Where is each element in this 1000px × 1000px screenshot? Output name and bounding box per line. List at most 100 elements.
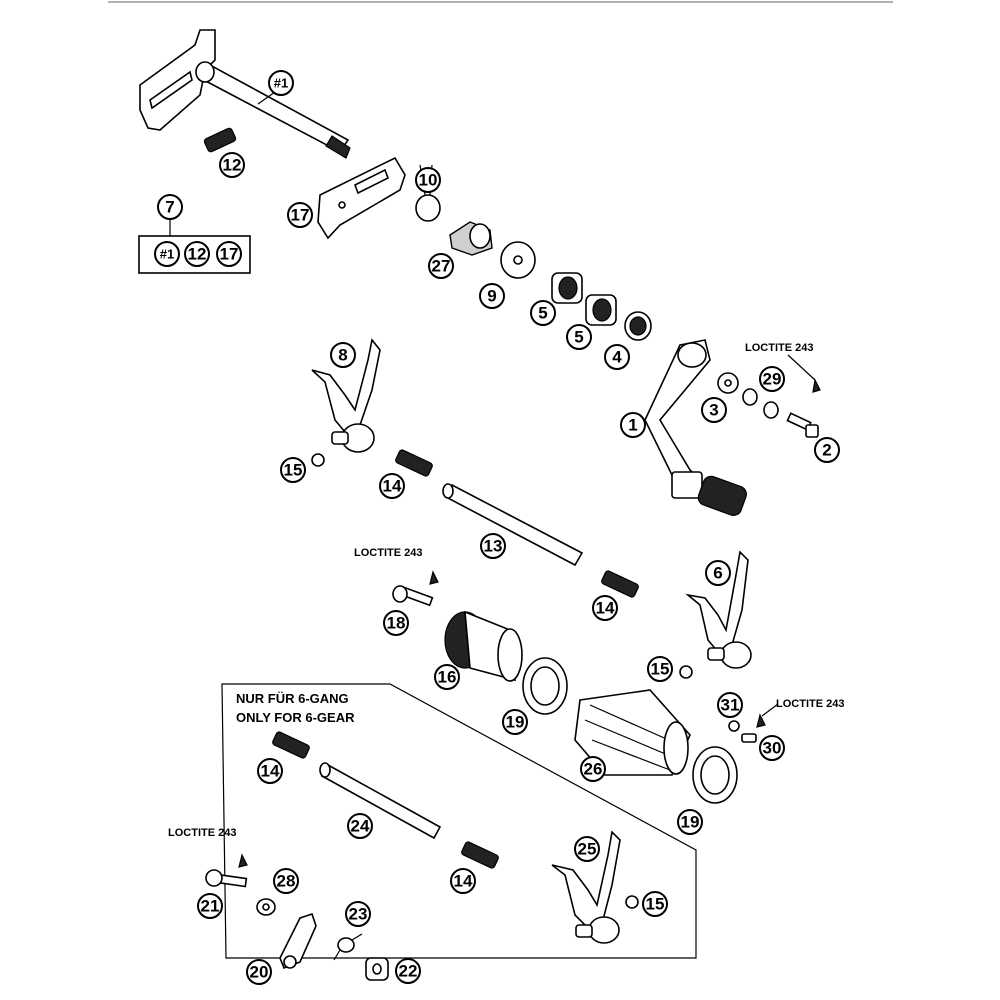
svg-text:2: 2 <box>822 441 831 460</box>
svg-text:27: 27 <box>432 257 451 276</box>
svg-text:16: 16 <box>438 668 457 687</box>
svg-text:7: 7 <box>165 198 174 217</box>
svg-text:25: 25 <box>578 840 597 859</box>
washer-9 <box>500 241 536 279</box>
bolt-21 <box>205 869 248 888</box>
svg-text:23: 23 <box>349 905 368 924</box>
callout-16: 16 <box>434 664 460 690</box>
callout-kit-12: 12 <box>184 241 210 267</box>
callout-25: 25 <box>574 836 600 862</box>
shift-shaft <box>139 29 351 159</box>
shift-fork-8 <box>311 338 381 453</box>
callout-4: 4 <box>604 344 630 370</box>
six-gear-frame <box>221 683 697 959</box>
svg-text:30: 30 <box>763 739 782 758</box>
callout-1: 1 <box>620 412 646 438</box>
svg-text:20: 20 <box>250 963 269 982</box>
svg-text:15: 15 <box>646 895 665 914</box>
svg-text:12: 12 <box>188 245 207 264</box>
callout-23: 23 <box>345 901 371 927</box>
callout-17: 17 <box>287 202 313 228</box>
callout-5a: 5 <box>530 300 556 326</box>
callout-13: 13 <box>480 533 506 559</box>
svg-text:3: 3 <box>709 401 718 420</box>
svg-text:1: 1 <box>628 416 637 435</box>
six-gear-note-de: NUR FÜR 6-GANG <box>236 691 349 706</box>
svg-text:19: 19 <box>681 813 700 832</box>
shift-fork-6 <box>685 550 752 669</box>
loctite-drop-d <box>238 853 248 868</box>
svg-text:15: 15 <box>651 660 670 679</box>
callout-12: 12 <box>219 152 245 178</box>
ring-4 <box>624 311 652 341</box>
bearing-19b <box>692 746 738 804</box>
callout-18: 18 <box>383 610 409 636</box>
bushing-5b <box>585 294 617 326</box>
svg-text:14: 14 <box>261 762 280 781</box>
callout-14a: 14 <box>379 473 405 499</box>
shift-lever-1 <box>644 339 747 516</box>
callout-21: 21 <box>197 893 223 919</box>
svg-text:9: 9 <box>487 287 496 306</box>
callout-14c: 14 <box>257 758 283 784</box>
svg-text:28: 28 <box>277 872 296 891</box>
callout-5b: 5 <box>566 324 592 350</box>
svg-text:29: 29 <box>763 370 782 389</box>
svg-text:12: 12 <box>223 156 242 175</box>
callout-26: 26 <box>580 756 606 782</box>
lock-rings-29 <box>742 388 779 419</box>
callout-24: 24 <box>347 813 373 839</box>
callout-22: 22 <box>395 958 421 984</box>
pin-15c <box>625 895 639 909</box>
spring-23 <box>333 933 363 961</box>
spring-14b <box>601 570 639 598</box>
callout-9: 9 <box>479 283 505 309</box>
callout-2: 2 <box>814 437 840 463</box>
shift-fork-25 <box>551 830 621 944</box>
callout-14d: 14 <box>450 868 476 894</box>
svg-text:13: 13 <box>484 537 503 556</box>
svg-text:17: 17 <box>220 245 239 264</box>
svg-text:10: 10 <box>419 171 438 190</box>
callout-27: 27 <box>428 253 454 279</box>
shaft-13 <box>442 483 584 567</box>
loctite-note-b: LOCTITE 243 <box>354 547 422 559</box>
callout-kit-hash1: #1 <box>154 241 180 267</box>
washer-31 <box>728 720 740 732</box>
screw-30 <box>741 733 757 743</box>
callout-30: 30 <box>759 735 785 761</box>
pin-15a <box>311 453 325 467</box>
svg-text:14: 14 <box>454 872 473 891</box>
loctite-drop-c <box>756 713 766 728</box>
svg-text:#1: #1 <box>274 76 288 91</box>
six-gear-note-en: ONLY FOR 6-GEAR <box>236 710 355 725</box>
washer-3 <box>717 372 739 394</box>
bolt-2 <box>786 412 819 438</box>
callout-29: 29 <box>759 366 785 392</box>
callout-31: 31 <box>717 692 743 718</box>
svg-text:5: 5 <box>574 328 583 347</box>
callout-14b: 14 <box>592 595 618 621</box>
callout-3: 3 <box>701 397 727 423</box>
callout-6: 6 <box>705 560 731 586</box>
bolt-18 <box>392 585 434 607</box>
callout-10: 10 <box>415 167 441 193</box>
svg-text:4: 4 <box>612 348 622 367</box>
shaft-24 <box>319 762 442 840</box>
callout-19b: 19 <box>677 809 703 835</box>
shift-plate-17 <box>317 156 406 240</box>
shift-segment-16 <box>444 610 523 682</box>
detent-lever-20 <box>279 912 317 970</box>
pin-15b <box>679 665 693 679</box>
svg-text:31: 31 <box>721 696 740 715</box>
callout-15c: 15 <box>642 891 668 917</box>
svg-text:14: 14 <box>383 477 402 496</box>
svg-text:19: 19 <box>506 713 525 732</box>
roller-22 <box>365 957 389 981</box>
callout-hash1: #1 <box>268 70 294 96</box>
svg-text:5: 5 <box>538 304 547 323</box>
svg-text:24: 24 <box>351 817 370 836</box>
svg-text:26: 26 <box>584 760 603 779</box>
loctite-note-d: LOCTITE 243 <box>168 827 236 839</box>
